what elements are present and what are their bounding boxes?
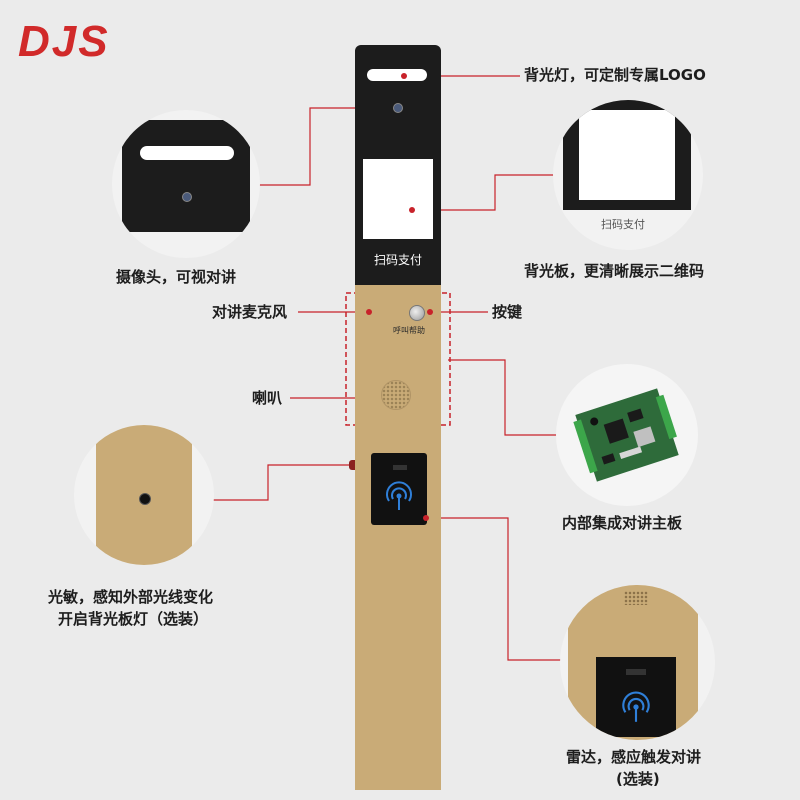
radar-detail-panel	[596, 657, 676, 737]
qr-detail-window	[579, 110, 675, 200]
nfc-icon	[386, 481, 412, 510]
radar-nfc-icon	[622, 691, 650, 722]
pole-pay-label: 扫码支付	[373, 253, 422, 267]
camera-detail-circle	[112, 110, 260, 258]
photosensor-lens	[139, 493, 151, 505]
radar-detail-circle	[560, 585, 715, 740]
pcb-image	[573, 388, 679, 482]
help-button-caption: 呼叫帮助	[393, 326, 425, 335]
radar-detail-body	[568, 585, 698, 740]
camera-lens	[393, 103, 403, 113]
photosensor-nub	[349, 460, 355, 470]
label-radar-line2: (选装)	[616, 770, 660, 788]
label-mainboard: 内部集成对讲主板	[562, 514, 683, 532]
label-photosensor-line2: 开启背光板灯（选装）	[58, 610, 209, 628]
dot-mic	[366, 309, 372, 315]
dot-button	[427, 309, 433, 315]
camera-detail-lens	[182, 192, 192, 202]
label-radar-line1: 雷达，感应触发对讲	[566, 748, 702, 766]
logo-backlight-slot	[367, 69, 427, 81]
dot-backlight-logo	[401, 73, 407, 79]
logo-text: DJS	[18, 18, 110, 62]
radar-detail-grille	[624, 591, 648, 605]
label-mic: 对讲麦克风	[212, 303, 288, 321]
label-camera: 摄像头，可视对讲	[116, 268, 237, 286]
pole-dark-panel: 扫码支付	[355, 45, 441, 285]
qr-backlight-window	[363, 159, 433, 239]
camera-detail-panel	[122, 120, 250, 232]
radar-detail-slot	[626, 669, 646, 675]
djs-logo: DJS	[18, 18, 110, 62]
qr-detail-peek-text: 扫码支付	[601, 218, 645, 231]
qr-detail-panel	[563, 100, 691, 210]
photosensor-detail-panel	[96, 425, 192, 565]
qr-detail-circle: 扫码支付	[553, 100, 703, 250]
label-backlight-logo: 背光灯，可定制专属LOGO	[524, 66, 706, 84]
help-button[interactable]	[409, 305, 425, 321]
camera-detail-slot	[140, 146, 234, 160]
dot-backlight-panel	[409, 207, 415, 213]
dot-radar	[423, 515, 429, 521]
label-speaker: 喇叭	[252, 389, 283, 407]
pole-gold-body: 呼叫帮助	[349, 285, 441, 790]
photosensor-detail-circle	[74, 425, 214, 565]
speaker-grille	[381, 380, 411, 410]
radar-sensor-slot	[393, 465, 407, 470]
label-button: 按键	[492, 303, 523, 321]
label-backlight-panel: 背光板，更清晰展示二维码	[524, 262, 705, 280]
radar-panel	[371, 453, 427, 525]
label-photosensor-line1: 光敏，感知外部光线变化	[48, 588, 214, 606]
mainboard-detail-circle	[556, 364, 698, 506]
